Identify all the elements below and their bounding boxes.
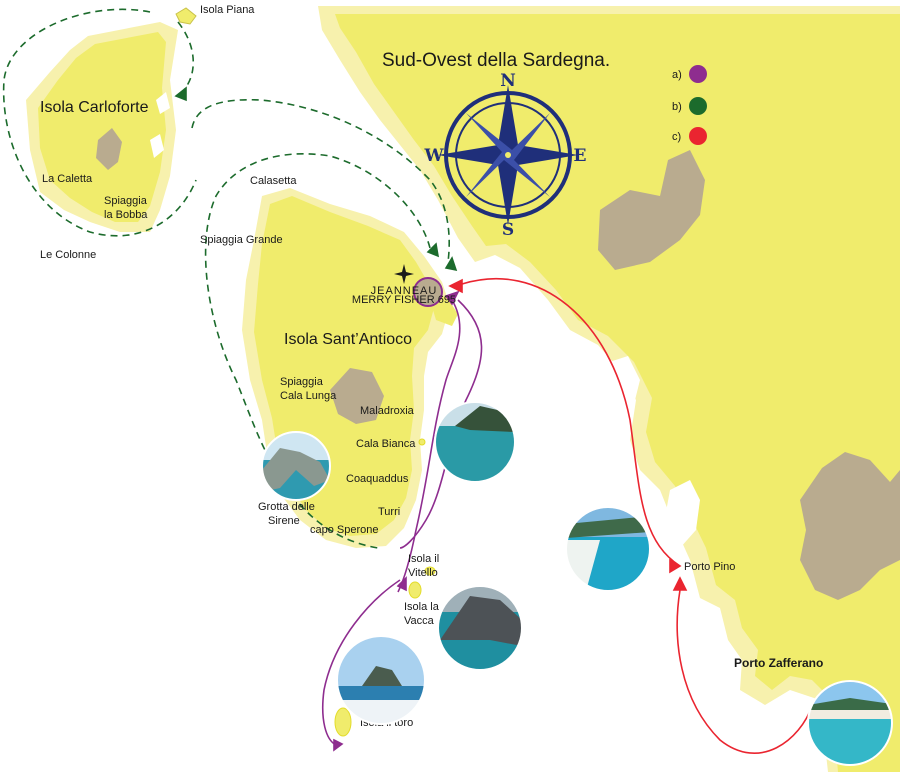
compass-s: S	[502, 220, 514, 240]
route-a-arrow-2	[396, 576, 407, 592]
isola-il-toro-islet	[334, 707, 352, 737]
start-port-marker[interactable]	[413, 277, 443, 307]
label-turri: Turri	[378, 506, 400, 518]
route-a-arrow-1	[444, 290, 460, 306]
route-b-arrow-1	[174, 86, 187, 102]
route-c-porto-pino	[461, 278, 681, 567]
mainland-islet	[876, 644, 884, 652]
carloforte-hills	[96, 128, 122, 170]
carloforte-land	[38, 32, 166, 222]
carloforte-lagoon-2	[156, 92, 170, 114]
label-isola-la-vacca-2: Vacca	[404, 615, 435, 627]
label-isola-sant-antioco: Isola Sant’Antioco	[284, 331, 412, 348]
route-c-arrow-1	[448, 278, 463, 294]
label-coaquaddus: Coaquaddus	[346, 473, 409, 485]
label-isola-il-vitello-2: Vitello	[408, 567, 438, 579]
mainland-land	[335, 14, 900, 772]
place-labels: Isola Piana Isola Carloforte La Caletta …	[40, 4, 823, 729]
label-capo-sperone: capo Sperone	[310, 524, 379, 536]
compass-w: W	[423, 146, 444, 166]
label-spiaggia-la-bobba-1: Spiaggia	[104, 195, 148, 207]
legend-a-label: a)	[672, 69, 682, 81]
label-spiaggia-cala-lunga-2: Cala Lunga	[280, 390, 337, 402]
sant-antioco-hills	[330, 368, 384, 424]
label-spiaggia-la-bobba-2: la Bobba	[104, 209, 148, 221]
cala-bianca-marker	[418, 438, 426, 446]
mainland-inlet	[600, 356, 640, 420]
mainland-hills-1	[598, 150, 705, 270]
label-isola-la-vacca-1: Isola la	[404, 601, 440, 613]
mainland-hills-2	[800, 452, 900, 600]
label-calasetta: Calasetta	[250, 175, 297, 187]
jeanneau-brand: JEANNEAU	[371, 285, 438, 297]
label-la-caletta: La Caletta	[42, 173, 93, 185]
route-a-toro	[321, 579, 401, 746]
isola-la-vacca-islet	[408, 581, 422, 599]
label-spiaggia-grande: Spiaggia Grande	[200, 234, 283, 246]
label-spiaggia-cala-lunga-1: Spiaggia	[280, 376, 324, 388]
legend-b-label: b)	[672, 101, 682, 113]
label-porto-pino: Porto Pino	[684, 561, 735, 573]
label-grotta-delle-sirene-2: Sirene	[268, 515, 300, 527]
label-isola-carloforte: Isola Carloforte	[40, 99, 149, 116]
label-grotta-delle-sirene-1: Grotta delle	[258, 501, 315, 513]
legend: a) b) c)	[672, 65, 707, 145]
jeanneau-star-icon	[394, 264, 414, 284]
legend-c-swatch	[689, 127, 707, 145]
compass-n: N	[500, 71, 516, 91]
photo-borders	[261, 401, 893, 766]
label-isola-piana: Isola Piana	[200, 4, 255, 16]
label-le-colonne: Le Colonne	[40, 249, 96, 261]
compass-center	[505, 152, 511, 158]
carloforte-lagoon-1	[150, 134, 164, 158]
isola-carloforte-island	[26, 22, 178, 232]
label-isola-il-vitello-1: Isola il	[408, 553, 439, 565]
jeanneau-model: MERRY FISHER 695	[352, 294, 456, 306]
map-title: Sud-Ovest della Sardegna.	[382, 50, 610, 71]
legend-b-swatch	[689, 97, 707, 115]
southern-islets	[334, 438, 436, 737]
route-c-arrow-2	[669, 558, 682, 574]
legend-c-label: c)	[672, 131, 681, 143]
isola-piana-islet	[175, 7, 197, 25]
isola-il-vitello-islet	[424, 566, 436, 576]
route-a-arrow-3	[333, 738, 344, 752]
mainland-bay	[666, 480, 700, 548]
label-maladroxia: Maladroxia	[360, 405, 415, 417]
jeanneau-logo: JEANNEAU MERRY FISHER 695	[352, 264, 456, 306]
route-a-main	[397, 299, 461, 593]
compass-rose: N S E W	[423, 71, 586, 240]
compass-e: E	[574, 146, 587, 166]
label-cala-bianca: Cala Bianca	[356, 438, 416, 450]
route-c-arrow-3	[672, 576, 688, 591]
route-b-arrow-3	[444, 256, 458, 272]
legend-a-swatch	[689, 65, 707, 83]
label-porto-zafferano: Porto Zafferano	[734, 656, 823, 670]
route-b-outer	[191, 98, 450, 263]
route-b-arrow-2	[426, 242, 440, 258]
